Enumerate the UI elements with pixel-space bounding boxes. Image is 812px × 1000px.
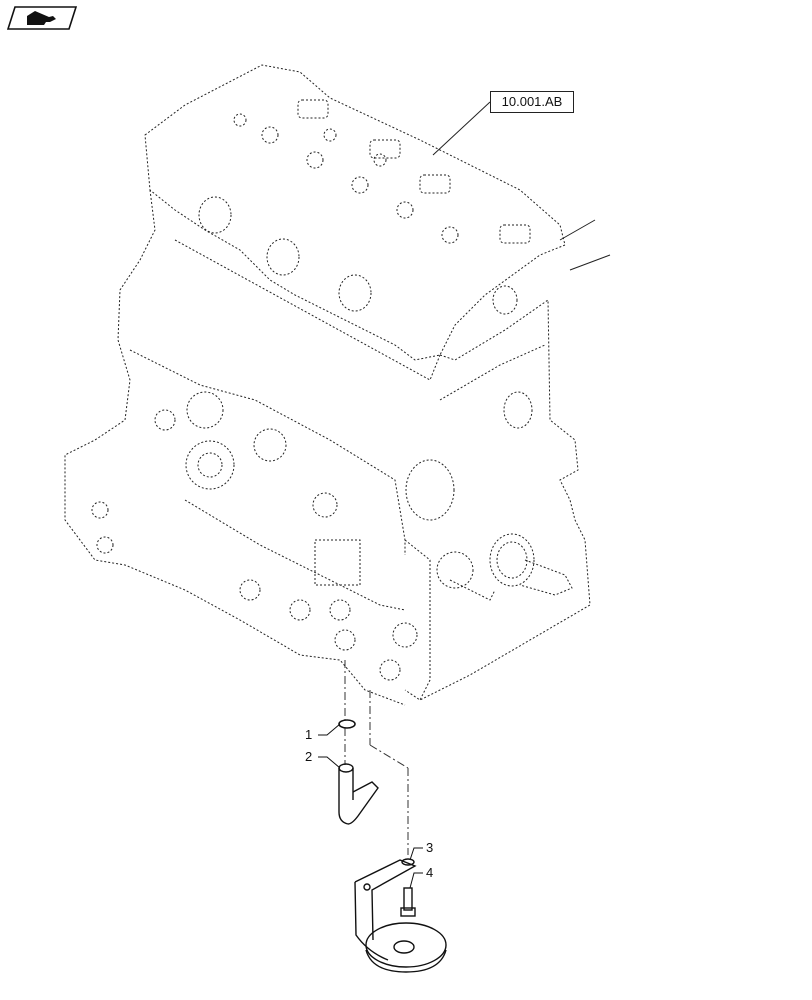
callout-3: 3 (426, 840, 434, 855)
callout-4: 4 (426, 865, 434, 880)
o-ring-part (338, 719, 356, 729)
callout-2: 2 (305, 749, 313, 764)
callout-1: 1 (305, 727, 313, 742)
strainer-pipe-part (338, 763, 379, 825)
hand-pointer-icon[interactable] (7, 6, 77, 30)
assembly-axis-lines (344, 660, 409, 855)
engine-block (64, 64, 611, 706)
callout-leaders (318, 723, 423, 889)
reference-leader (432, 101, 491, 156)
reference-label[interactable]: 10.001.AB (490, 91, 574, 113)
strainer-bracket-part (354, 858, 447, 973)
